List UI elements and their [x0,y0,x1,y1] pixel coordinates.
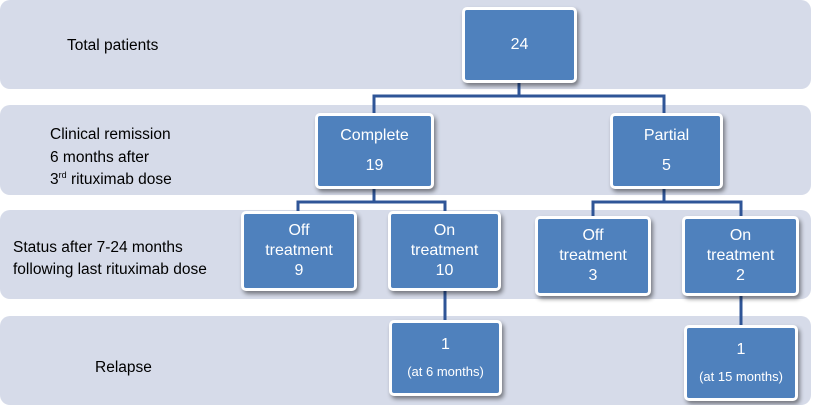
node-complete-off-value: 9 [294,262,304,279]
node-total-value: 24 [510,36,529,53]
row-label-remission-dose-number: 3 [50,171,59,188]
row-label-remission-line2: 6 months after [50,149,150,166]
connector-total-to-remission [372,78,666,117]
node-total-patients: 24 [462,7,577,83]
node-complete-on-value: 10 [435,262,454,279]
row-band-total [0,0,811,89]
node-partial-label: Partial [643,127,690,144]
row-label-status: Status after 7-24 months following last … [13,237,207,280]
row-label-remission-dose-text: rituximab dose [66,171,172,188]
node-relapse-complete-value: 1 [441,336,450,353]
node-relapse-complete-note: (at 6 months) [407,364,484,379]
row-label-remission-dose-ordinal: rd [58,170,67,180]
node-complete-value: 19 [365,157,384,174]
node-partial-off-value: 3 [588,267,598,284]
row-label-total-text: Total patients [67,37,159,54]
node-complete-off-line1: Off [288,222,310,239]
node-partial-on-line1: On [729,227,752,244]
row-label-total: Total patients [67,35,158,56]
node-complete-off-treatment: Off treatment 9 [241,211,357,291]
connector-complete-to-status [296,184,447,215]
row-label-remission: Clinical remission 6 months after 3rd ri… [50,124,172,190]
node-partial-off-treatment: Off treatment 3 [535,216,651,296]
node-partial-on-line2: treatment [706,247,775,264]
row-label-remission-line1: Clinical remission [50,126,171,143]
node-partial-value: 5 [662,157,671,174]
node-relapse-partial-note: (at 15 months) [699,369,783,384]
node-partial-remission: Partial 5 [610,113,723,189]
node-partial-off-line1: Off [582,227,604,244]
node-relapse-partial-value: 1 [736,341,746,358]
row-label-relapse-text: Relapse [95,359,152,376]
node-complete-label: Complete [340,127,409,144]
connector-partial-to-status [591,184,743,220]
row-label-status-line1: Status after 7-24 months [13,239,183,256]
node-relapse-complete: 1 (at 6 months) [389,320,502,396]
node-relapse-partial: 1 (at 15 months) [684,325,798,401]
row-label-remission-line3: 3rd rituximab dose [50,169,172,190]
node-complete-on-line2: treatment [410,242,479,259]
node-partial-on-treatment: On treatment 2 [682,216,799,296]
node-complete-on-line1: On [433,222,456,239]
node-complete-on-treatment: On treatment 10 [388,211,501,291]
row-label-status-line2: following last rituximab dose [13,261,207,278]
node-complete-remission: Complete 19 [315,113,434,189]
node-partial-on-value: 2 [736,267,745,284]
node-partial-off-line2: treatment [559,247,627,264]
row-label-relapse: Relapse [95,357,152,378]
node-complete-off-line2: treatment [265,242,333,259]
